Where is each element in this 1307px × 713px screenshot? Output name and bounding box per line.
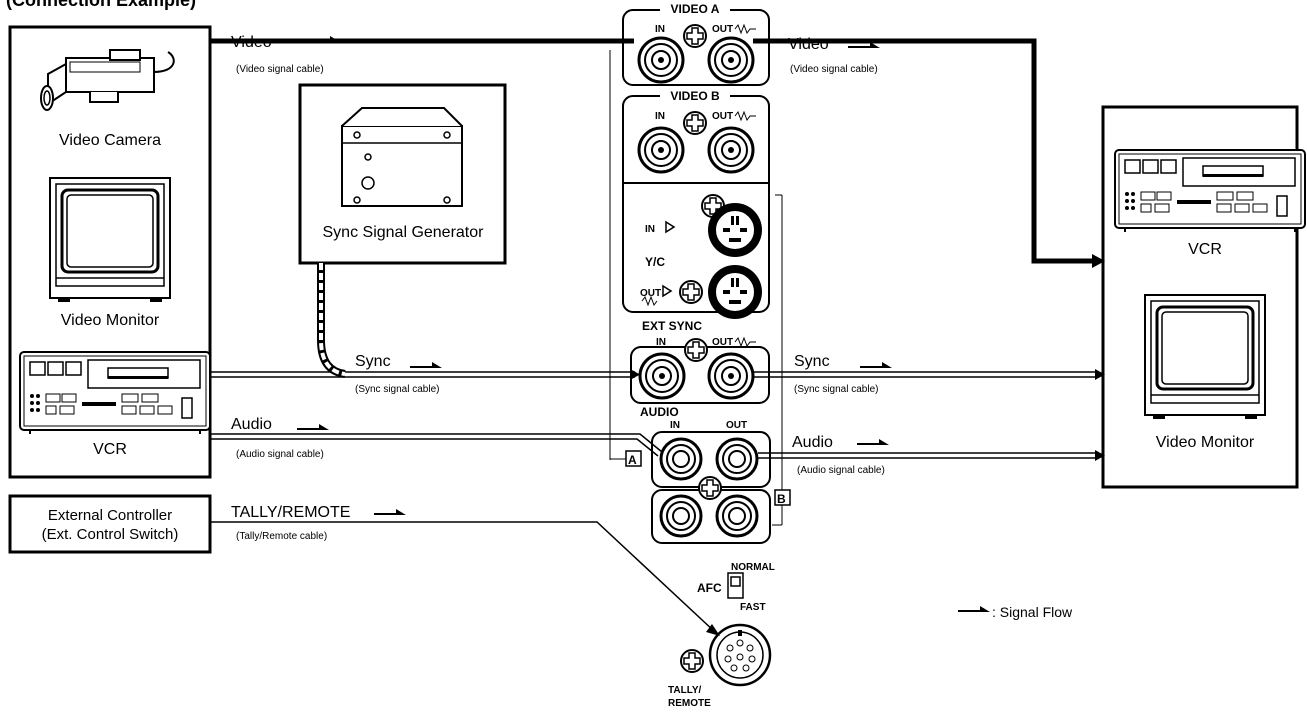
controller-label-line2: (Ext. Control Switch)	[42, 526, 179, 543]
sync-generator-cable	[317, 263, 346, 378]
dest-vcr-label: VCR	[1188, 241, 1222, 258]
afc-fast-label: FAST	[740, 602, 766, 613]
afc-switch[interactable]	[727, 572, 744, 599]
external-controller-box	[8, 494, 212, 554]
flow-arrow-tally	[374, 509, 406, 515]
legend-flow-arrow	[958, 606, 990, 612]
yc-in-label: IN	[645, 224, 655, 235]
audio-out-cable	[758, 450, 1105, 461]
source-monitor-label: Video Monitor	[61, 312, 160, 329]
flow-arrow-audio-in	[297, 424, 329, 430]
tally-sublabel: (Tally/Remote cable)	[236, 531, 327, 542]
audio-in-sublabel: (Audio signal cable)	[236, 449, 324, 460]
video-a-label: VIDEO A	[671, 2, 720, 16]
flow-arrow-sync-in	[410, 362, 442, 368]
legend-label: : Signal Flow	[992, 604, 1073, 620]
sync-in-cable	[210, 369, 640, 380]
video-a-termination-icon	[734, 23, 756, 35]
tally-remote-label-line1: TALLY/	[668, 685, 702, 696]
video-out-sublabel: (Video signal cable)	[790, 64, 878, 75]
controller-label-line1: External Controller	[48, 507, 172, 524]
video-a-in-label: IN	[655, 24, 665, 35]
ext-sync-termination-icon	[734, 336, 756, 348]
ext-sync-out-label: OUT	[712, 337, 733, 348]
ext-sync-in-label: IN	[656, 337, 666, 348]
audio-out-label: OUT	[726, 420, 747, 431]
ext-sync-module	[630, 338, 770, 404]
yc-out-label: OUT	[640, 288, 661, 299]
dest-monitor-icon	[1143, 293, 1267, 421]
sync-out-sublabel: (Sync signal cable)	[794, 384, 878, 395]
audio-out-sublabel: (Audio signal cable)	[797, 465, 885, 476]
rear-panel: VIDEO A IN OUT VIDEO B IN OUT IN Y/C OUT	[609, 2, 791, 709]
video-b-module	[622, 90, 770, 320]
sync-in-label: Sync	[355, 353, 391, 370]
dest-vcr-icon	[1114, 149, 1306, 233]
video-b-in-label: IN	[655, 111, 665, 122]
sync-out-cable	[753, 369, 1105, 380]
video-camera-icon	[40, 49, 175, 111]
audio-in-label: IN	[670, 420, 680, 431]
video-a-module	[622, 4, 770, 86]
audio-module	[651, 431, 771, 544]
tally-remote-connector	[680, 623, 772, 687]
audio-b-marker	[774, 489, 791, 506]
audio-a-marker	[610, 450, 642, 467]
diagram-title: (Connection Example)	[6, 0, 196, 10]
afc-label: AFC	[697, 581, 722, 595]
afc-normal-label: NORMAL	[731, 562, 775, 573]
dest-monitor-label: Video Monitor	[1156, 434, 1255, 451]
source-camera-label: Video Camera	[59, 132, 161, 149]
tally-label: TALLY/REMOTE	[231, 504, 350, 521]
audio-in-cable	[210, 433, 663, 457]
sync-generator-icon	[341, 107, 463, 207]
video-in-sublabel: (Video signal cable)	[236, 64, 324, 75]
flow-arrow-audio-out	[857, 439, 889, 445]
video-monitor-icon	[48, 176, 172, 304]
video-out-cable	[753, 38, 1105, 268]
audio-label: AUDIO	[640, 405, 679, 419]
audio-b-letter: B	[777, 492, 786, 506]
tally-remote-cable	[210, 521, 720, 636]
source-vcr-label: VCR	[93, 441, 127, 458]
vcr-icon	[19, 351, 211, 435]
yc-label: Y/C	[645, 255, 665, 269]
audio-in-label: Audio	[231, 416, 272, 433]
flow-arrow-sync-out	[860, 362, 892, 368]
video-b-out-label: OUT	[712, 111, 733, 122]
audio-out-label: Audio	[792, 434, 833, 451]
tally-remote-label-line2: REMOTE	[668, 698, 711, 709]
video-b-termination-icon	[734, 110, 756, 122]
audio-a-letter: A	[628, 453, 637, 467]
video-in-label: Video	[231, 34, 272, 51]
sync-generator-label: Sync Signal Generator	[323, 224, 485, 241]
sync-out-label: Sync	[794, 353, 830, 370]
video-a-out-label: OUT	[712, 24, 733, 35]
ext-sync-label: EXT SYNC	[642, 319, 702, 333]
video-out-label: Video	[788, 36, 829, 53]
sync-in-sublabel: (Sync signal cable)	[355, 384, 439, 395]
video-b-label: VIDEO B	[670, 89, 720, 103]
